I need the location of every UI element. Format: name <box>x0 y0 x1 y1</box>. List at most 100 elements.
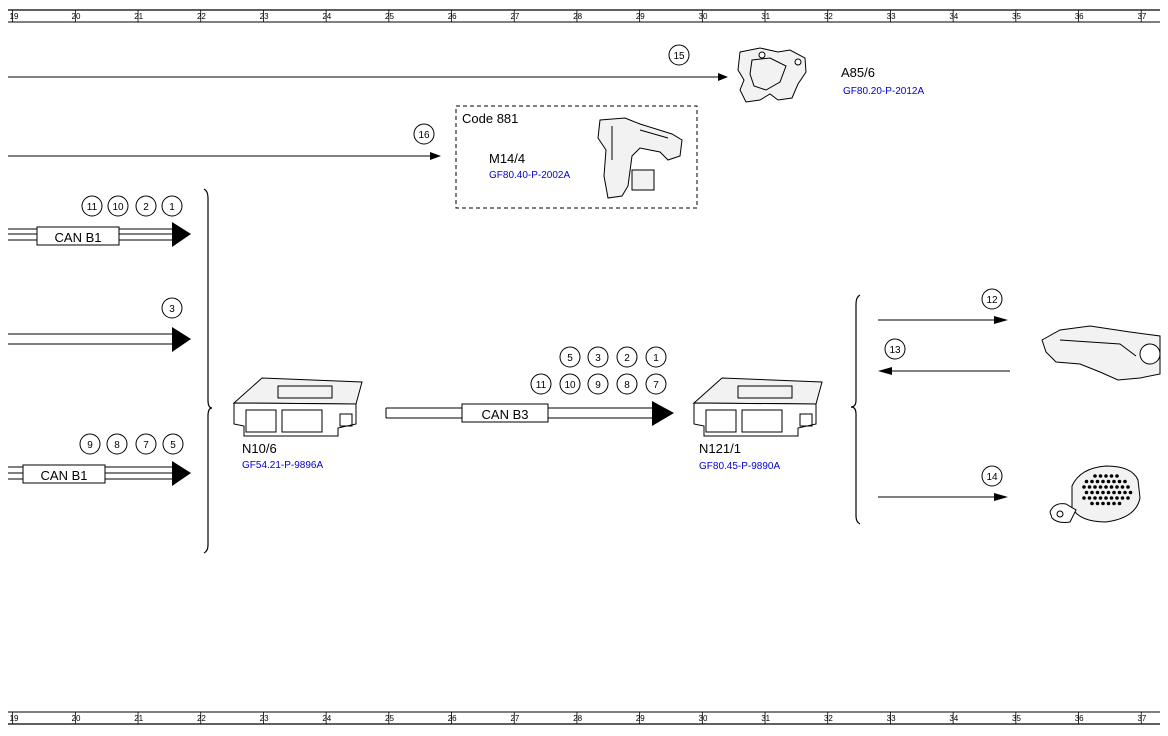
signal-circle <box>559 346 581 368</box>
signal-number: 5 <box>170 440 176 451</box>
grid-number: 19 <box>10 12 19 21</box>
component-a85-6: A85/6 GF80.20-P-2012A <box>737 47 924 103</box>
grid-number: 30 <box>699 714 708 723</box>
grille-dot <box>1090 501 1094 506</box>
grid-number: 31 <box>761 714 770 723</box>
grille-dot <box>1084 479 1089 484</box>
component-ref-link[interactable]: GF80.20-P-2012A <box>843 86 924 97</box>
grille-dot <box>1093 496 1097 500</box>
grid-number: 27 <box>510 12 519 21</box>
component-label: M14/4 <box>489 151 525 166</box>
grille-dot <box>1115 485 1119 489</box>
bus-label: CAN B3 <box>482 407 529 422</box>
input-line-13: 13 <box>878 338 1010 375</box>
grid-number: 21 <box>134 714 143 723</box>
grid-number: 28 <box>573 714 582 723</box>
signal-circle <box>616 346 638 368</box>
grille-dot <box>1087 485 1092 489</box>
grille-dot <box>1115 496 1119 500</box>
signal-number: 11 <box>536 380 547 391</box>
grid-number: 23 <box>260 714 269 723</box>
signal-number: 9 <box>595 380 601 391</box>
grid-number: 20 <box>72 714 81 723</box>
brace-right <box>850 294 861 525</box>
signal-circle <box>645 373 667 395</box>
signal-number: 10 <box>112 202 124 213</box>
grille-dot <box>1120 496 1125 500</box>
grid-number: 26 <box>448 714 457 723</box>
grille-dot <box>1082 496 1086 500</box>
signal-number: 3 <box>595 353 601 364</box>
grid-number: 33 <box>887 714 896 723</box>
grid-number: 24 <box>322 714 331 723</box>
component-n10-6: N10/6 GF54.21-P-9896A <box>232 377 363 471</box>
grille-dot <box>1104 496 1108 500</box>
signal-number: 11 <box>87 202 98 213</box>
grille-dot <box>1101 479 1105 484</box>
grid-number: 22 <box>197 714 206 723</box>
grille-dot <box>1095 479 1100 484</box>
grille-dot <box>1126 485 1130 489</box>
grille-dot <box>1117 501 1122 506</box>
signal-number: 5 <box>567 353 573 364</box>
signal-circle <box>587 373 609 395</box>
component-actuator <box>1041 325 1161 381</box>
grid-number: 34 <box>949 714 958 723</box>
grille-dot <box>1117 479 1122 484</box>
grille-dot <box>1101 501 1105 506</box>
grille-dot <box>1090 479 1094 484</box>
grid-number: 22 <box>197 12 206 21</box>
signal-circle <box>161 195 183 217</box>
grille-dot <box>1126 496 1130 500</box>
bus-label: CAN B1 <box>55 230 102 245</box>
grille-dot <box>1112 479 1116 484</box>
component-label: N121/1 <box>699 441 741 456</box>
grille-dot <box>1098 474 1103 478</box>
signal-number: 1 <box>169 202 175 213</box>
signal-number: 10 <box>564 380 576 391</box>
signal-circle <box>162 433 184 455</box>
signal-number: 8 <box>624 380 630 391</box>
grille-dot <box>1090 490 1094 495</box>
grille-dot <box>1093 485 1097 489</box>
optional-equipment-box: Code 881 M14/4 GF80.40-P-2002A <box>455 105 698 209</box>
grid-number: 36 <box>1075 714 1084 723</box>
grille-dot <box>1112 490 1116 495</box>
grille-dot <box>1093 474 1097 478</box>
grille-dot <box>1117 490 1122 495</box>
component-ref-link[interactable]: GF80.40-P-2002A <box>489 170 570 181</box>
grid-number: 29 <box>636 12 645 21</box>
grille-dot <box>1128 490 1133 495</box>
grid-number: 37 <box>1137 714 1146 723</box>
grid-number: 35 <box>1012 12 1021 21</box>
grille-dot <box>1098 496 1103 500</box>
signal-number: 1 <box>653 353 659 364</box>
signal-number: 8 <box>114 440 120 451</box>
signal-circle <box>81 195 103 217</box>
grille-dot <box>1104 474 1108 478</box>
signal-circle <box>645 346 667 368</box>
grille-dot <box>1101 490 1105 495</box>
component-ref-link[interactable]: GF54.21-P-9896A <box>242 460 323 471</box>
grille-dot <box>1112 501 1116 506</box>
grille-dot <box>1106 490 1111 495</box>
grid-number: 36 <box>1075 12 1084 21</box>
input-line-3: 3 <box>8 297 191 352</box>
grid-number: 29 <box>636 714 645 723</box>
grid-number: 21 <box>134 12 143 21</box>
component-ref-link[interactable]: GF80.45-P-9890A <box>699 461 780 472</box>
signal-circle <box>587 346 609 368</box>
grille-dot <box>1084 490 1089 495</box>
grid-number: 27 <box>510 714 519 723</box>
code-label: Code 881 <box>462 111 518 126</box>
signal-number: 9 <box>87 440 93 451</box>
signal-circle <box>530 373 552 395</box>
grille-dot <box>1087 496 1092 500</box>
grille-dot <box>1106 479 1111 484</box>
signal-number: 16 <box>418 130 430 141</box>
grille-dot <box>1123 490 1127 495</box>
